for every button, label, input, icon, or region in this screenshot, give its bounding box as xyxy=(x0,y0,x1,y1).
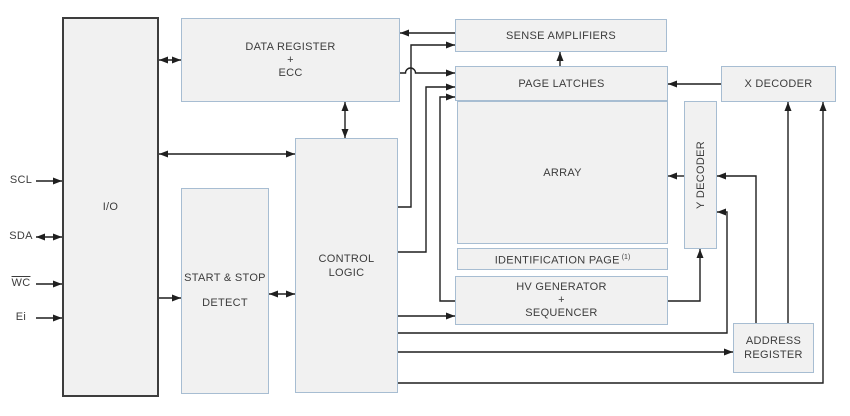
arrowhead xyxy=(53,314,62,322)
arrowhead xyxy=(784,102,792,111)
block-label-line: SEQUENCER xyxy=(525,307,598,319)
arrowhead xyxy=(668,80,677,88)
block-io: I/O xyxy=(62,17,159,397)
block-hv-generator-sequencer: HV GENERATOR+SEQUENCER xyxy=(455,276,668,325)
block-label-line: + xyxy=(558,294,565,306)
block-label-line: START & STOP xyxy=(184,272,266,284)
block-label-hv-generator-sequencer: HV GENERATOR+SEQUENCER xyxy=(456,281,667,320)
block-label-line: I/O xyxy=(102,201,119,213)
pin-label-text: Ei xyxy=(15,311,27,323)
arrowhead xyxy=(696,249,704,258)
arrowhead xyxy=(341,102,349,111)
arrowhead xyxy=(717,172,726,180)
block-label-line: LOGIC xyxy=(328,266,365,279)
block-label-data-register-ecc: DATA REGISTER+ECC xyxy=(182,41,399,80)
arrowhead xyxy=(819,102,827,111)
wire-data-register-to-page-latches xyxy=(400,67,455,74)
pin-label-text: WC xyxy=(11,277,31,289)
block-data-register-ecc: DATA REGISTER+ECC xyxy=(181,18,400,102)
pin-label-ei: Ei xyxy=(4,311,38,323)
arrowhead xyxy=(446,41,455,49)
block-label-start-stop-detect: START & STOP DETECT xyxy=(182,266,268,316)
block-sense-amplifiers: SENSE AMPLIFIERS xyxy=(455,19,667,52)
block-label-x-decoder: X DECODER xyxy=(722,77,835,91)
arrowhead xyxy=(159,150,168,158)
block-label-io: I/O xyxy=(64,200,157,214)
wire-control-logic-to-sense-amplifiers xyxy=(398,44,455,208)
arrowhead xyxy=(446,93,455,101)
block-label-line: + xyxy=(287,53,294,66)
arrowhead xyxy=(446,83,455,91)
arrowhead xyxy=(286,150,295,158)
arrowhead xyxy=(400,29,409,37)
pin-label-scl: SCL xyxy=(4,174,38,186)
block-identification-page: IDENTIFICATION PAGE (1) xyxy=(457,248,668,270)
block-label-line: REGISTER xyxy=(744,349,803,361)
arrowhead xyxy=(446,312,455,320)
arrowhead xyxy=(446,69,455,77)
block-label-identification-page: IDENTIFICATION PAGE (1) xyxy=(458,251,667,268)
block-y-decoder: Y DECODER xyxy=(684,101,717,249)
block-label-array: ARRAY xyxy=(458,166,667,180)
pin-label-text: SDA xyxy=(9,230,33,242)
block-label-line: CONTROL xyxy=(318,252,375,265)
arrowhead xyxy=(341,129,349,138)
arrowhead xyxy=(53,280,62,288)
block-label-line: DATA REGISTER xyxy=(245,40,336,53)
wire-control-logic-to-page-latches xyxy=(398,86,455,253)
block-label-line: ECC xyxy=(278,66,303,79)
block-label-line: ADDRESS xyxy=(745,335,802,347)
wire-control-logic-to-x-decoder xyxy=(398,102,824,384)
pin-label-sda: SDA xyxy=(4,230,38,242)
arrowhead xyxy=(286,290,295,298)
arrowhead xyxy=(172,56,181,64)
arrowhead xyxy=(717,208,726,216)
pin-label-wc: WC xyxy=(4,277,38,289)
block-label-line: ARRAY xyxy=(543,166,582,179)
block-label-line: IDENTIFICATION PAGE xyxy=(494,254,620,267)
block-page-latches: PAGE LATCHES xyxy=(455,66,668,101)
block-x-decoder: X DECODER xyxy=(721,66,836,102)
block-address-register: ADDRESS REGISTER xyxy=(733,323,814,373)
block-label-page-latches: PAGE LATCHES xyxy=(456,77,667,91)
arrowhead xyxy=(724,348,733,356)
arrowhead xyxy=(53,233,62,241)
block-label-line: X DECODER xyxy=(744,78,813,90)
wire-hv-generator-to-y-decoder xyxy=(668,249,701,302)
arrowhead xyxy=(668,172,677,180)
block-label-sense-amplifiers: SENSE AMPLIFIERS xyxy=(456,29,666,43)
block-label-superscript: (1) xyxy=(619,253,631,261)
block-label-address-register: ADDRESS REGISTER xyxy=(734,334,813,362)
block-label-line: PAGE LATCHES xyxy=(518,77,605,90)
wire-address-register-to-y-decoder xyxy=(717,175,757,323)
block-label-line: DETECT xyxy=(202,297,248,309)
arrowhead xyxy=(159,56,168,64)
pin-label-text: SCL xyxy=(9,174,33,186)
block-label-line: SENSE AMPLIFIERS xyxy=(506,29,616,42)
block-start-stop-detect: START & STOP DETECT xyxy=(181,188,269,394)
arrowhead xyxy=(172,294,181,302)
arrowhead xyxy=(269,290,278,298)
block-label-line: HV GENERATOR xyxy=(516,281,607,293)
arrowhead xyxy=(556,52,564,61)
block-array: ARRAY xyxy=(457,101,668,244)
arrowhead xyxy=(36,233,45,241)
wire-hv-generator-to-page-latches xyxy=(439,96,455,302)
arrowhead xyxy=(53,177,62,185)
